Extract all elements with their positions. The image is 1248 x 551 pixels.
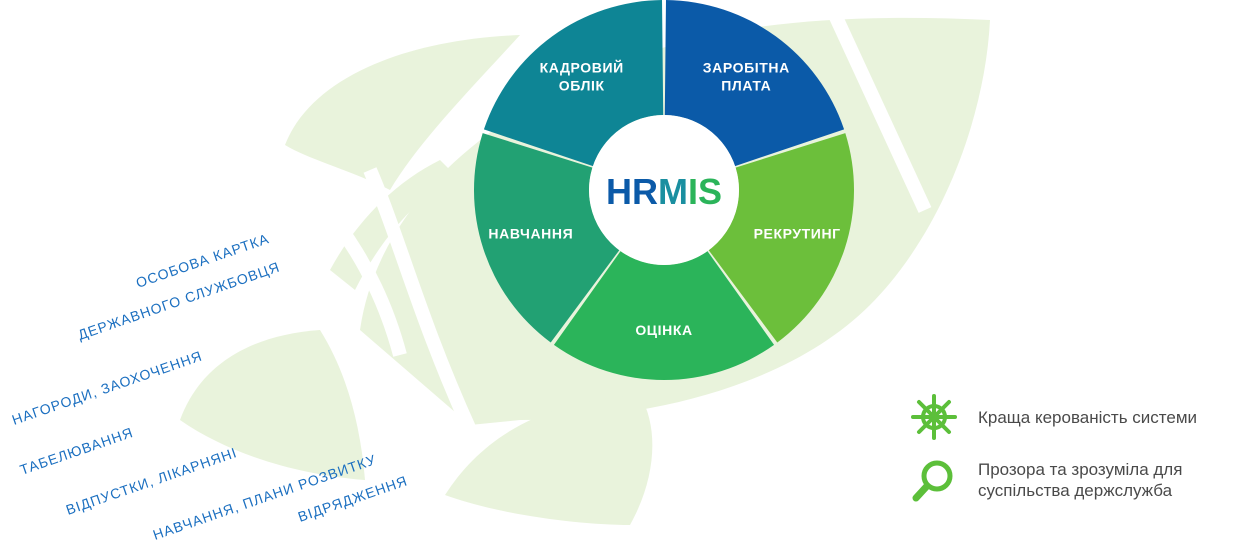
- wheel-label-training: НАВЧАННЯ: [488, 225, 573, 241]
- rocket-flame: [445, 395, 653, 525]
- wheel-segment-payroll[interactable]: [664, 0, 845, 167]
- wheel-segment-training[interactable]: [474, 133, 620, 343]
- rocket-bottom-fin: [180, 330, 365, 480]
- wheel-segment-hr-records[interactable]: [483, 0, 664, 167]
- wheel-center: [589, 115, 739, 265]
- wheel-segment-recruiting[interactable]: [708, 133, 854, 343]
- benefit-governance: Краща керованість системи: [910, 393, 1248, 441]
- rocket-left-fin: [285, 35, 520, 190]
- benefit-governance-text: Краща керованість системи: [978, 407, 1198, 427]
- wheel-segment-assessment[interactable]: [553, 251, 775, 380]
- benefit-transparency: Прозора та зрозуміла для суспільства дер…: [910, 456, 1248, 504]
- magnifier-icon: [912, 460, 953, 502]
- wheel-label-assessment: ОЦІНКА: [635, 322, 692, 338]
- ship-wheel-icon: [911, 394, 957, 440]
- feature-awards: НАГОРОДИ, ЗАОХОЧЕННЯ: [10, 348, 205, 428]
- benefit-transparency-text: Прозора та зрозуміла для суспільства дер…: [978, 460, 1183, 500]
- feature-timesheets: ТАБЕЛЮВАННЯ: [18, 424, 136, 478]
- wheel-label-recruiting: РЕКРУТИНГ: [754, 225, 841, 241]
- rocket-white-lines: [285, 12, 932, 433]
- hrmis-logo: HRMIS: [606, 171, 722, 212]
